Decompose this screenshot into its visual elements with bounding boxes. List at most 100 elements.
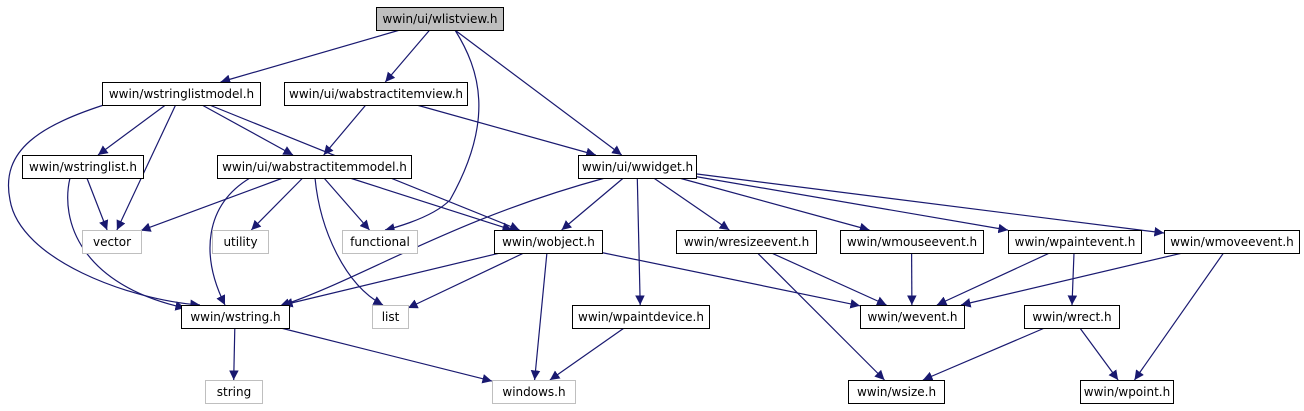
- node-label: wwin/wpaintevent.h: [1015, 235, 1136, 249]
- edge-wobject-to-wevent: [601, 252, 861, 309]
- edge-wwidget-to-wmouseevent: [678, 177, 870, 233]
- node-box: [102, 82, 261, 106]
- node-wstringlist[interactable]: wwin/wstringlist.h: [22, 155, 144, 179]
- edge-wwidget-to-wpaintdevice: [635, 177, 645, 306]
- node-label: functional: [350, 235, 410, 249]
- node-label: wwin/wrect.h: [1032, 310, 1111, 324]
- node-box: [205, 380, 263, 404]
- node-wmouseevent[interactable]: wwin/wmouseevent.h: [840, 230, 984, 254]
- node-label: wwin/wmouseevent.h: [847, 235, 977, 249]
- edge-wobject-to-list: [407, 252, 525, 309]
- node-label: wwin/ui/wabstractitemmodel.h: [222, 160, 407, 174]
- node-label: wwin/wsize.h: [857, 385, 936, 399]
- node-wlistview[interactable]: wwin/ui/wlistview.h: [376, 7, 504, 31]
- edge-wstringlistmodel-to-wabstractitemmodel: [201, 104, 294, 156]
- node-box: [82, 230, 142, 254]
- node-box: [676, 230, 817, 254]
- node-wabstractitemmodel[interactable]: wwin/ui/wabstractitemmodel.h: [217, 155, 412, 179]
- node-vector: vector: [82, 230, 142, 254]
- node-functional: functional: [342, 230, 418, 254]
- node-label: wwin/ui/wlistview.h: [383, 12, 498, 26]
- node-string: string: [205, 380, 263, 404]
- node-wabstractitemview[interactable]: wwin/ui/wabstractitemview.h: [284, 82, 468, 106]
- node-label: wwin/ui/wwidget.h: [582, 160, 693, 174]
- edge-wlistview-to-wwidget: [454, 29, 623, 156]
- node-wresizeevent[interactable]: wwin/wresizeevent.h: [676, 230, 817, 254]
- edge-wabstractitemmodel-to-wstring: [209, 177, 251, 306]
- node-box: [181, 305, 290, 329]
- edge-wabstractitemmodel-to-vector: [140, 177, 284, 232]
- edge-wwidget-to-wobject: [561, 177, 624, 231]
- node-label: wwin/ui/wabstractitemview.h: [289, 87, 463, 101]
- node-label: wwin/wresizeevent.h: [684, 235, 809, 249]
- node-box: [1008, 230, 1142, 254]
- node-wsize[interactable]: wwin/wsize.h: [848, 380, 945, 404]
- edge-wwidget-to-wresizeevent: [653, 177, 730, 231]
- edge-wresizeevent-to-wevent: [771, 252, 887, 306]
- edge-wobject-to-windows: [530, 252, 548, 381]
- node-box: [284, 82, 468, 106]
- node-box: [494, 230, 603, 254]
- node-label: wwin/wstringlist.h: [29, 160, 137, 174]
- edge-wstringlistmodel-to-wstringlist: [97, 104, 166, 156]
- edge-wabstractitemmodel-to-utility: [250, 177, 304, 231]
- node-label: wwin/wpaintdevice.h: [578, 310, 704, 324]
- node-wrect[interactable]: wwin/wrect.h: [1024, 305, 1120, 329]
- node-label: wwin/wmoveevent.h: [1170, 235, 1294, 249]
- node-box: [212, 230, 269, 254]
- edge-wabstractitemmodel-to-wobject: [349, 177, 513, 232]
- node-box: [1024, 305, 1120, 329]
- edge-wstringlistmodel-to-wstring: [8, 102, 201, 310]
- edge-wabstractitemview-to-wwidget: [416, 104, 596, 158]
- node-box: [840, 230, 984, 254]
- node-utility: utility: [212, 230, 269, 254]
- node-label: wwin/wstring.h: [190, 310, 280, 324]
- node-box: [22, 155, 144, 179]
- edge-wwidget-to-wpaintevent: [695, 176, 1009, 234]
- node-box: [1080, 380, 1174, 404]
- edge-wrect-to-wsize: [922, 327, 1045, 381]
- node-wstringlistmodel[interactable]: wwin/wstringlistmodel.h: [102, 82, 261, 106]
- node-box: [1164, 230, 1300, 254]
- node-label: wwin/wpoint.h: [1084, 385, 1170, 399]
- edge-wlistview-to-wabstractitemview: [384, 29, 431, 83]
- node-box: [848, 380, 945, 404]
- node-wwidget[interactable]: wwin/ui/wwidget.h: [578, 155, 697, 179]
- node-label: wwin/wobject.h: [502, 235, 595, 249]
- edge-wobject-to-wstring: [282, 252, 501, 308]
- node-label: list: [382, 310, 400, 324]
- node-box: [492, 380, 576, 404]
- node-label: string: [217, 385, 251, 399]
- edge-wabstractitemview-to-wabstractitemmodel: [323, 104, 367, 156]
- node-label: wwin/wevent.h: [867, 310, 957, 324]
- edge-wlistview-to-wstringlistmodel: [220, 29, 401, 84]
- node-box: [376, 7, 504, 31]
- node-box: [578, 155, 697, 179]
- edge-wabstractitemmodel-to-list: [314, 177, 384, 306]
- edge-wlistview-to-functional: [384, 29, 480, 233]
- node-box: [860, 305, 965, 329]
- edge-wstringlist-to-vector: [86, 177, 109, 231]
- edge-wpaintevent-to-wevent: [936, 252, 1050, 306]
- edge-wrect-to-wpoint: [1079, 327, 1119, 381]
- node-wpaintdevice[interactable]: wwin/wpaintdevice.h: [572, 305, 710, 329]
- node-label: windows.h: [502, 385, 565, 399]
- edge-wpaintdevice-to-windows: [549, 327, 625, 381]
- node-box: [342, 230, 418, 254]
- edge-wstring-to-windows: [280, 327, 493, 384]
- node-windows: windows.h: [492, 380, 576, 404]
- node-label: wwin/wstringlistmodel.h: [109, 87, 254, 101]
- node-wpoint[interactable]: wwin/wpoint.h: [1080, 380, 1174, 404]
- node-wmoveevent[interactable]: wwin/wmoveevent.h: [1164, 230, 1300, 254]
- edge-wresizeevent-to-wsize: [757, 252, 885, 381]
- node-wpaintevent[interactable]: wwin/wpaintevent.h: [1008, 230, 1142, 254]
- node-label: utility: [223, 235, 257, 249]
- node-label: vector: [93, 235, 131, 249]
- node-box: [217, 155, 412, 179]
- node-list: list: [372, 305, 409, 329]
- node-wobject[interactable]: wwin/wobject.h: [494, 230, 603, 254]
- node-wstring[interactable]: wwin/wstring.h: [181, 305, 290, 329]
- edge-wmoveevent-to-wpoint: [1134, 252, 1224, 381]
- node-wevent[interactable]: wwin/wevent.h: [860, 305, 965, 329]
